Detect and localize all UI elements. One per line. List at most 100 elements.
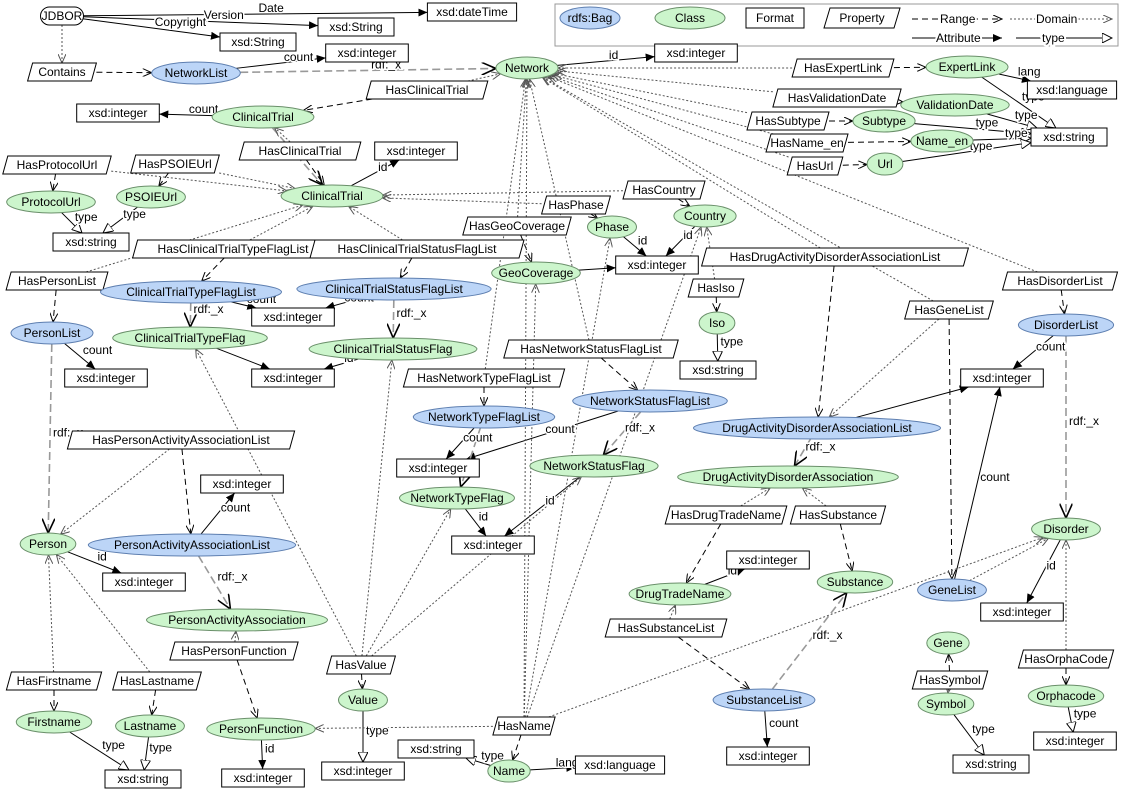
class-label: DrugTradeName: [636, 587, 725, 601]
class-label: ClinicalTrialStatusFlag: [334, 342, 453, 356]
prop-node-p-orpha: HasOrphaCode: [1017, 649, 1115, 669]
format-label: xsd:language: [584, 758, 656, 772]
edge-p_ctsfl-to-ctsfl: [400, 257, 413, 278]
format-node-xi-pal: xsd:integer: [200, 474, 284, 494]
format-node-xlang2: xsd:language: [574, 755, 666, 775]
bag-label: ClinicalTrialTypeFlagList: [126, 285, 256, 299]
edge-label-type: type: [1015, 108, 1038, 122]
legend-type: type: [1016, 29, 1112, 47]
format-node-xi-orpha: xsd:integer: [1033, 731, 1117, 751]
edge-dtn-to-xi_dtn: [704, 568, 745, 585]
edge-url-to-xstr_r: [902, 143, 1031, 162]
prop-label: HasProtocolUrl: [17, 158, 98, 172]
prop-node-p-persfunc: HasPersonFunction: [169, 641, 299, 661]
format-label: xsd:integer: [89, 106, 148, 120]
edge-disorder-to-xi_dis: [1026, 539, 1061, 604]
class-node-dda: DrugActivityDisorderAssociation: [677, 465, 899, 489]
edge-p_value-to-ntf: [365, 509, 451, 657]
class-node-person: Person: [19, 532, 77, 556]
bag-node-nsfl: NetworkStatusFlagList: [572, 389, 728, 413]
prop-node-p-ctsfl: HasClinicalTrialStatusFlagList: [309, 239, 525, 259]
edge-label-id: id: [97, 549, 106, 563]
edge-p_genelist-to-ddal: [829, 318, 940, 417]
edge-p_value-to-cttf: [196, 349, 357, 657]
format-node-xi-dl: xsd:integer: [960, 368, 1044, 388]
format-node-xstr-sym: xsd:string: [952, 754, 1030, 774]
bag-node-networklist: NetworkList: [151, 61, 241, 85]
prop-label: HasGeneList: [914, 303, 984, 317]
format-label: xsd:string: [65, 235, 116, 249]
edge-p_lastname-to-person: [56, 554, 151, 673]
edge-ddal-to-dda: [794, 438, 812, 466]
edge-label-type: type: [481, 749, 504, 763]
edge-protourl-to-xstr_l: [61, 212, 82, 233]
class-node-name: Name: [487, 759, 531, 783]
class-label: ValidationDate: [916, 98, 993, 112]
prop-label: HasPSOIEUrl: [138, 157, 211, 171]
class-node-ctsf: ClinicalTrialStatusFlag: [308, 337, 478, 361]
class-label: Substance: [827, 575, 884, 589]
class-label: Gene: [933, 636, 963, 650]
prop-label: HasPersonList: [18, 274, 97, 288]
edge-nsf-to-xi_nf: [504, 476, 581, 537]
class-node-personfunc: PersonFunction: [206, 717, 316, 741]
edge-p_dtn-to-dtn: [686, 523, 722, 583]
legend-range: Range: [912, 10, 1002, 28]
bag-node-personlist: PersonList: [10, 321, 94, 345]
class-node-clintrial2: ClinicalTrial: [280, 184, 384, 208]
class-label: Value: [348, 693, 378, 707]
class-label: Name_en: [916, 134, 968, 148]
prop-node-p-contains: Contains: [26, 62, 98, 82]
edge-personfunc-to-xi_pf: [258, 739, 267, 770]
format-label: xsd:integer: [334, 764, 393, 778]
class-label: Subtype: [862, 114, 906, 128]
edge-label-type: type: [102, 738, 125, 752]
edge-p_pal-to-pal: [181, 448, 191, 534]
edge-p_value-to-nsf: [371, 477, 582, 657]
format-label: xsd:string: [1043, 130, 1094, 144]
prop-node-p-lastname: HasLastname: [112, 671, 202, 691]
class-node-value: Value: [338, 688, 388, 712]
edge-p_subst-to-dda: [802, 488, 827, 507]
class-label: Lastname: [124, 719, 177, 733]
edge-label-count: count: [83, 343, 113, 357]
edge-p_persfunc-to-personfunc: [236, 659, 257, 718]
edge-p_persfunc-to-paa: [235, 631, 236, 643]
edge-label-count: count: [1036, 339, 1066, 353]
edge-ntf-to-xi_nf: [464, 508, 487, 537]
format-label: xsd:string: [965, 757, 1016, 771]
edge-label-id: id: [545, 493, 554, 507]
class-label: Symbol: [926, 697, 966, 711]
edge-genelist-to-xi_dl: [954, 386, 1002, 580]
prop-node-p-personlist: HasPersonList: [5, 271, 109, 291]
prop-node-p-protourl: HasProtocolUrl: [2, 155, 112, 175]
class-label: Orphacode: [1036, 689, 1096, 703]
format-node-xi-value: xsd:integer: [321, 761, 405, 781]
edge-label-type: type: [123, 207, 146, 221]
edge-label-type: type: [972, 722, 995, 736]
format-label: xsd:integer: [1046, 734, 1105, 748]
format-node-xi-nfl: xsd:integer: [396, 458, 480, 478]
prop-label: HasClinicalTrialStatusFlagList: [338, 242, 498, 256]
edge-name-to-xstr_name: [466, 758, 491, 766]
edge-ctsfl-to-ctsf: [393, 299, 394, 338]
format-node-xi-geo: xsd:integer: [615, 255, 699, 275]
edge-label-date: Date: [258, 1, 284, 15]
prop-label: HasPersonActivityAssociationList: [92, 433, 270, 447]
class-label: GeoCoverage: [499, 266, 574, 280]
prop-node-p-pal: HasPersonActivityAssociationList: [66, 430, 296, 450]
edge-label-count: count: [980, 470, 1010, 484]
class-label: PersonFunction: [219, 722, 303, 736]
prop-label: HasExpertLink: [804, 61, 883, 75]
format-label: xsd:string: [692, 363, 743, 377]
edge-label-id: id: [479, 509, 488, 523]
edge-p_name_en-to-name_en: [847, 141, 911, 142]
class-node-nsf: NetworkStatusFlag: [529, 454, 659, 478]
format-label: xsd:language: [1036, 83, 1108, 97]
edge-personlist-to-person: [48, 343, 52, 533]
class-label: Person: [29, 537, 67, 551]
edge-firstname-to-xstr_fl: [69, 731, 129, 770]
edge-orphacode-to-xi_orpha: [1068, 706, 1073, 732]
prop-label: HasDisorderList: [1017, 274, 1103, 288]
format-label: xsd:integer: [973, 371, 1032, 385]
